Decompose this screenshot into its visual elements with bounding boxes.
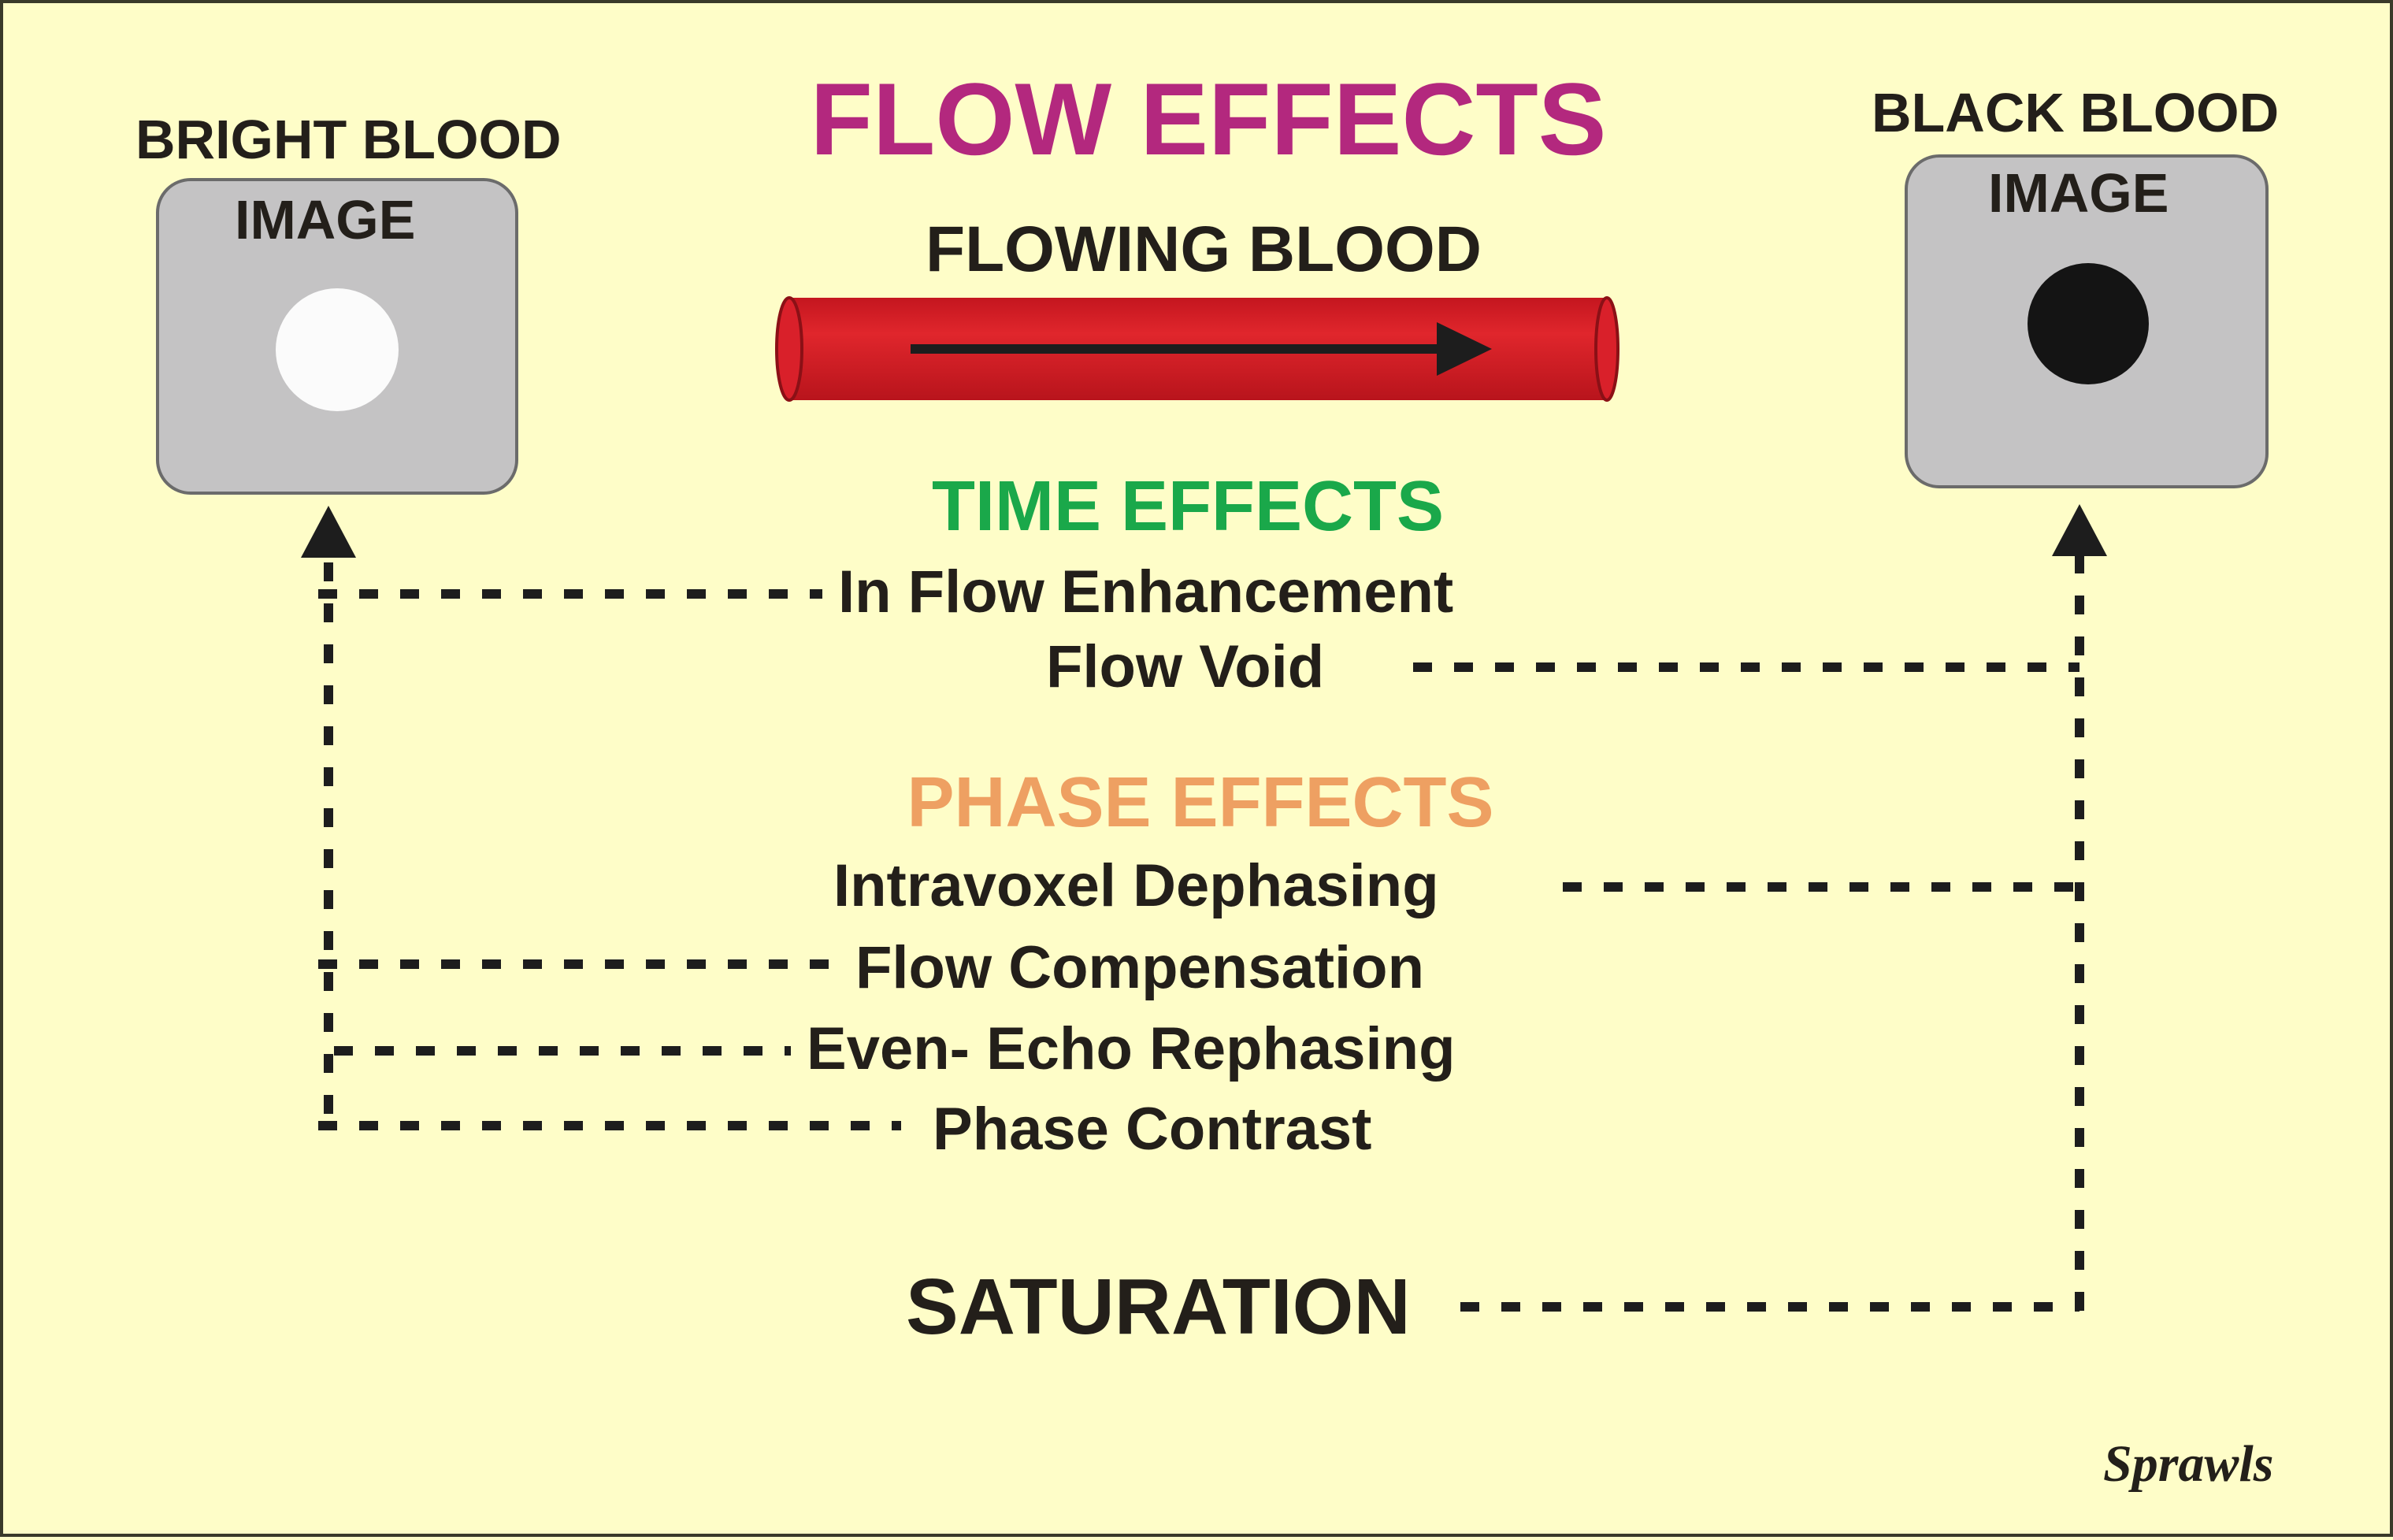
bright-blood-circle-icon (276, 288, 399, 411)
phase-effect-intravoxel-dephasing: Intravoxel Dephasing (833, 852, 1439, 919)
black-blood-label: BLACK BLOOD (1872, 82, 2280, 143)
black-blood-image-label: IMAGE (1988, 162, 2169, 224)
bright-blood-label: BRIGHT BLOOD (135, 109, 562, 170)
saturation-label: SATURATION (906, 1263, 1411, 1351)
time-effect-flow-void: Flow Void (1046, 633, 1325, 700)
flow-direction-arrow-icon (1437, 322, 1492, 376)
connector-layer (301, 296, 2107, 1312)
phase-effect-flow-compensation: Flow Compensation (855, 934, 1424, 1001)
bright-blood-image-panel: IMAGE (156, 178, 518, 495)
black-blood-arrow-icon (2052, 504, 2107, 556)
vessel-start-cap (775, 296, 803, 402)
black-blood-image-panel: IMAGE (1905, 154, 2269, 488)
phase-effects-heading: PHASE EFFECTS (907, 763, 1494, 842)
time-effect-in-flow-enhancement: In Flow Enhancement (838, 558, 1454, 625)
bright-blood-image-label: IMAGE (235, 189, 416, 250)
diagram-title: FLOW EFFECTS (810, 61, 1607, 176)
vessel-end-cap (1594, 296, 1619, 402)
author-credit: Sprawls (2103, 1435, 2274, 1493)
black-blood-circle-icon (2028, 263, 2149, 384)
blood-vessel (775, 296, 1619, 402)
phase-effect-even-echo-rephasing: Even- Echo Rephasing (807, 1015, 1456, 1082)
black-blood-connectors (1413, 555, 2084, 1312)
time-effects-heading: TIME EFFECTS (932, 467, 1444, 546)
bright-blood-arrow-icon (301, 506, 356, 558)
phase-effect-phase-contrast: Phase Contrast (933, 1096, 1372, 1163)
flowing-blood-label: FLOWING BLOOD (925, 213, 1482, 285)
bright-blood-connectors (318, 562, 901, 1130)
